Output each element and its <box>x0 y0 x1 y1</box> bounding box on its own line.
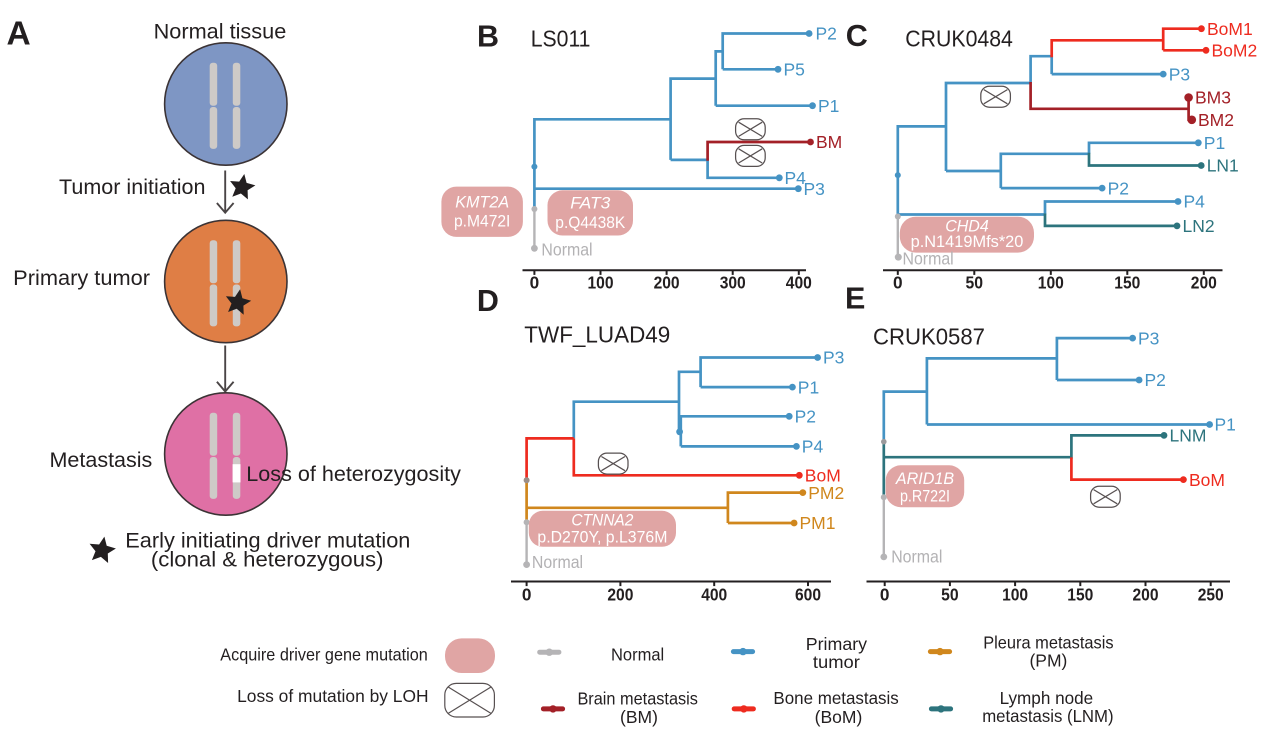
svg-text:(PM): (PM) <box>1029 651 1067 671</box>
svg-text:A: A <box>7 16 31 53</box>
svg-text:p.D270Y, p.L376M: p.D270Y, p.L376M <box>537 528 667 547</box>
svg-text:Lymph node: Lymph node <box>1000 688 1094 708</box>
svg-text:CTNNA2: CTNNA2 <box>571 511 634 530</box>
svg-text:P2: P2 <box>1108 178 1129 198</box>
svg-text:(clonal & heterozygous): (clonal & heterozygous) <box>151 548 384 572</box>
svg-text:0: 0 <box>880 584 890 604</box>
svg-text:LN2: LN2 <box>1183 216 1215 236</box>
svg-text:Loss of heterozygosity: Loss of heterozygosity <box>246 462 461 486</box>
svg-text:300: 300 <box>720 272 746 292</box>
svg-text:400: 400 <box>701 584 727 604</box>
svg-text:LS011: LS011 <box>531 26 591 52</box>
svg-text:PM2: PM2 <box>808 483 844 503</box>
svg-text:P5: P5 <box>784 60 805 80</box>
svg-text:Bone metastasis: Bone metastasis <box>773 688 899 708</box>
svg-text:P2: P2 <box>795 407 816 427</box>
svg-text:KMT2A: KMT2A <box>455 193 509 212</box>
svg-text:Pleura metastasis: Pleura metastasis <box>983 633 1114 653</box>
svg-text:P4: P4 <box>785 168 807 188</box>
svg-text:100: 100 <box>588 272 614 292</box>
svg-text:(BM): (BM) <box>620 707 658 727</box>
svg-text:P3: P3 <box>1138 328 1159 348</box>
svg-text:Normal: Normal <box>891 547 942 567</box>
svg-text:200: 200 <box>1133 584 1159 604</box>
svg-text:ARID1B: ARID1B <box>895 469 954 488</box>
svg-text:TWF_LUAD49: TWF_LUAD49 <box>524 321 670 347</box>
svg-text:D: D <box>477 284 499 318</box>
svg-text:P3: P3 <box>804 179 825 199</box>
svg-text:Primary tumor: Primary tumor <box>13 266 150 290</box>
svg-text:CRUK0484: CRUK0484 <box>905 26 1013 52</box>
svg-text:50: 50 <box>966 272 984 292</box>
svg-text:P1: P1 <box>1204 133 1225 153</box>
svg-text:0: 0 <box>522 584 532 604</box>
svg-text:250: 250 <box>1198 584 1224 604</box>
svg-text:Primary: Primary <box>806 634 868 654</box>
svg-text:FAT3: FAT3 <box>570 194 611 213</box>
svg-text:CRUK0587: CRUK0587 <box>873 324 985 350</box>
svg-text:P4: P4 <box>802 437 824 457</box>
svg-text:p.N1419Mfs*20: p.N1419Mfs*20 <box>911 232 1024 251</box>
svg-text:(BoM): (BoM) <box>815 707 863 727</box>
svg-text:150: 150 <box>1114 272 1140 292</box>
svg-text:PM1: PM1 <box>800 513 836 533</box>
svg-text:100: 100 <box>1002 584 1028 604</box>
svg-text:metastasis (LNM): metastasis (LNM) <box>982 706 1113 726</box>
svg-text:P3: P3 <box>823 348 844 368</box>
svg-text:Brain metastasis: Brain metastasis <box>577 689 698 709</box>
svg-text:400: 400 <box>786 272 812 292</box>
svg-text:P4: P4 <box>1184 192 1206 212</box>
svg-text:BM2: BM2 <box>1198 110 1234 130</box>
svg-text:0: 0 <box>893 272 903 292</box>
svg-text:Tumor initiation: Tumor initiation <box>59 175 206 199</box>
svg-text:P1: P1 <box>798 377 819 397</box>
svg-text:Normal: Normal <box>532 552 583 572</box>
svg-text:600: 600 <box>795 584 821 604</box>
svg-text:Early initiating driver mutati: Early initiating driver mutation <box>125 529 410 553</box>
svg-text:BM: BM <box>816 132 842 152</box>
svg-text:Normal: Normal <box>611 644 664 664</box>
svg-text:p.Q4438K: p.Q4438K <box>555 213 625 232</box>
svg-text:BM3: BM3 <box>1195 88 1231 108</box>
svg-text:P2: P2 <box>816 24 837 44</box>
svg-text:LN1: LN1 <box>1207 156 1239 176</box>
svg-text:E: E <box>845 282 865 316</box>
svg-text:Normal: Normal <box>541 239 592 259</box>
svg-text:200: 200 <box>654 272 680 292</box>
svg-text:Normal tissue: Normal tissue <box>154 20 287 44</box>
svg-text:LNM: LNM <box>1170 426 1207 446</box>
svg-text:BoM2: BoM2 <box>1212 41 1258 61</box>
svg-text:BoM: BoM <box>1189 470 1225 490</box>
svg-text:BoM: BoM <box>805 466 841 486</box>
svg-text:P2: P2 <box>1145 370 1166 390</box>
svg-text:200: 200 <box>1191 272 1217 292</box>
svg-text:p.R722I: p.R722I <box>900 487 950 506</box>
svg-text:P1: P1 <box>1215 415 1236 435</box>
svg-text:B: B <box>477 20 499 54</box>
svg-text:100: 100 <box>1038 272 1064 292</box>
svg-text:Normal: Normal <box>903 249 954 269</box>
svg-text:Metastasis: Metastasis <box>50 448 153 472</box>
svg-text:0: 0 <box>530 272 540 292</box>
svg-text:P3: P3 <box>1169 64 1190 84</box>
svg-text:200: 200 <box>607 584 633 604</box>
svg-text:BoM1: BoM1 <box>1207 19 1253 39</box>
svg-text:50: 50 <box>941 584 959 604</box>
svg-text:C: C <box>846 19 868 53</box>
svg-text:Acquire driver gene mutation: Acquire driver gene mutation <box>220 644 427 664</box>
svg-text:tumor: tumor <box>813 652 860 672</box>
svg-text:Loss of mutation by LOH: Loss of mutation by LOH <box>237 686 429 706</box>
svg-text:P1: P1 <box>818 96 839 116</box>
svg-text:p.M472I: p.M472I <box>454 212 510 231</box>
svg-text:CHD4: CHD4 <box>945 216 989 235</box>
svg-text:150: 150 <box>1067 584 1093 604</box>
